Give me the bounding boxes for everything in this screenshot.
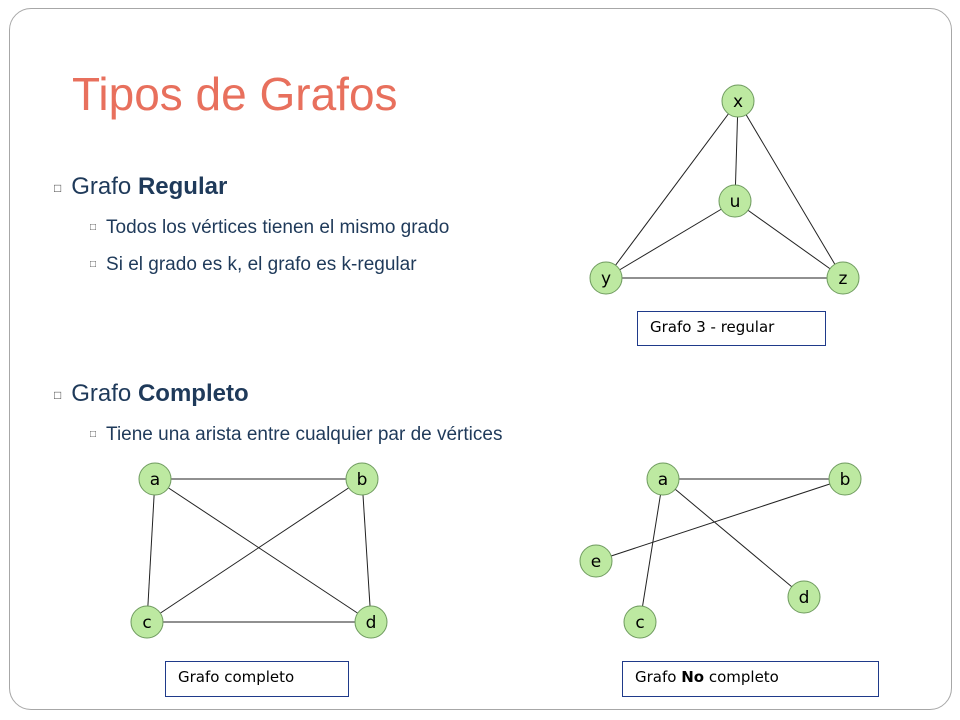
edge-a-d: [662, 478, 805, 598]
node-label-a: a: [658, 470, 668, 490]
section-complete-heading: □Grafo Completo: [54, 380, 249, 407]
node-a: [646, 462, 680, 496]
edge-u-z: [734, 200, 844, 279]
edge-b-d: [361, 478, 372, 623]
complete-item: □Tiene una arista entre cualquier par de…: [90, 424, 503, 445]
edge-a-c: [639, 478, 664, 623]
node-y: [589, 261, 623, 295]
node-d: [354, 605, 388, 639]
edge-x-y: [605, 100, 739, 279]
node-e: [579, 544, 613, 578]
graph-regular: x u y z: [589, 84, 860, 295]
node-z: [826, 261, 860, 295]
bullet-square-icon: □: [54, 180, 62, 195]
section-regular-heading: □Grafo Regular: [54, 173, 228, 200]
node-label-a: a: [150, 470, 160, 490]
node-label-b: b: [840, 470, 851, 490]
node-label-d: d: [366, 613, 377, 633]
slide: Tipos de Grafos □Grafo Regular □Todos lo…: [9, 8, 952, 710]
bullet-square-icon: □: [90, 259, 97, 271]
node-b: [345, 462, 379, 496]
node-a: [138, 462, 172, 496]
node-label-d: d: [799, 588, 810, 608]
caption-incomplete: Grafo No completo: [622, 661, 879, 697]
edge-b-e: [595, 478, 846, 562]
regular-item: □Si el grado es k, el grafo es k-regular: [90, 254, 417, 275]
node-label-b: b: [357, 470, 368, 490]
regular-keyword: Regular: [137, 173, 228, 200]
node-u: [718, 184, 752, 218]
edge-a-c: [146, 478, 156, 623]
graph-incomplete: a b e d c: [579, 462, 862, 639]
edge-x-u: [734, 100, 739, 202]
node-c: [130, 605, 164, 639]
caption-regular: Grafo 3 - regular: [637, 311, 826, 346]
edge-b-c: [146, 478, 363, 623]
regular-item: □Todos los vértices tienen el mismo grad…: [90, 217, 450, 238]
node-label-y: y: [601, 269, 611, 289]
node-label-e: e: [591, 552, 601, 572]
complete-keyword: Completo: [137, 380, 249, 407]
node-label-c: c: [635, 613, 644, 633]
node-c: [623, 605, 657, 639]
node-x: [721, 84, 755, 118]
bullet-square-icon: □: [90, 222, 97, 234]
caption-complete: Grafo completo: [165, 661, 349, 697]
node-b: [828, 462, 862, 496]
edge-u-y: [605, 200, 736, 279]
node-label-u: u: [730, 192, 741, 212]
bullet-square-icon: □: [90, 429, 97, 441]
edge-x-z: [737, 100, 844, 279]
node-label-z: z: [839, 269, 848, 289]
node-label-c: c: [142, 613, 151, 633]
page-title: Tipos de Grafos: [72, 68, 398, 120]
node-label-x: x: [733, 92, 743, 112]
graph-complete: a b c d: [130, 462, 388, 639]
bullet-square-icon: □: [54, 387, 62, 402]
edge-a-d: [154, 478, 372, 623]
node-d: [787, 580, 821, 614]
